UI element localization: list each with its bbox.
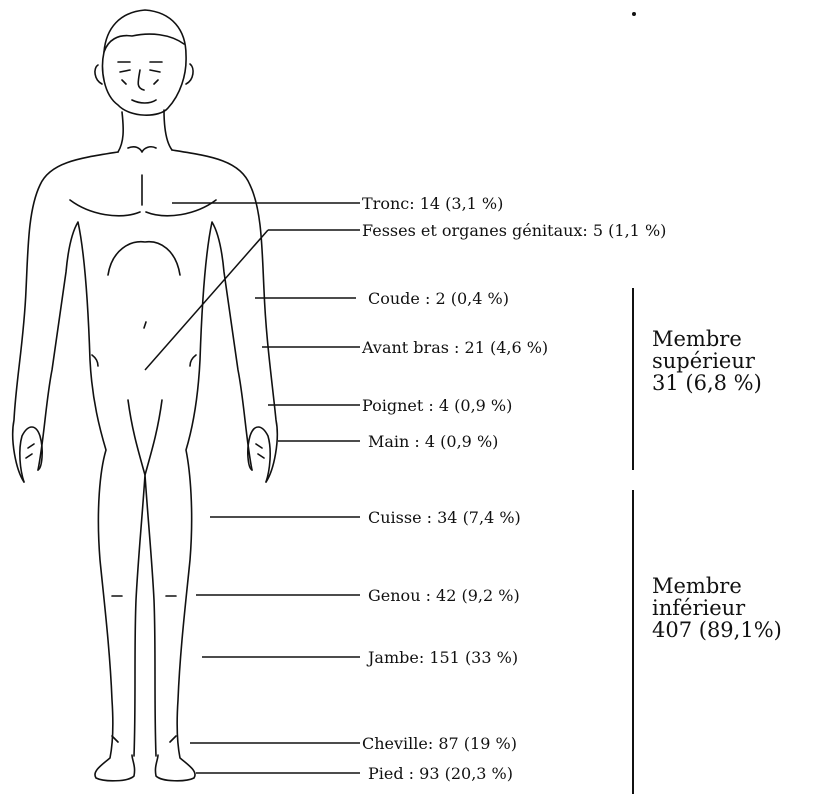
human-body-figure (13, 10, 278, 781)
right-hand (248, 427, 270, 482)
group-superieur-line2: supérieur (652, 349, 756, 373)
group-inferieur-total: 407 (89,1%) (652, 618, 782, 642)
speck-mark (632, 12, 636, 16)
group-inferieur-line1: Membre (652, 574, 742, 598)
label-avant-bras: Avant bras : 21 (4,6 %) (361, 338, 548, 357)
label-tronc: Tronc: 14 (3,1 %) (362, 194, 503, 213)
leader-lines (145, 203, 360, 773)
label-cheville: Cheville: 87 (19 %) (362, 734, 517, 753)
group-inferieur-line2: inférieur (652, 596, 746, 620)
label-fesses: Fesses et organes génitaux: 5 (1,1 %) (362, 221, 666, 240)
region-labels: Tronc: 14 (3,1 %) Fesses et organes géni… (361, 194, 666, 783)
label-main: Main : 4 (0,9 %) (368, 432, 498, 451)
face-features (118, 62, 162, 103)
label-cuisse: Cuisse : 34 (7,4 %) (368, 508, 521, 527)
leader-fesses-diagonal (145, 230, 268, 370)
left-hand (20, 427, 42, 482)
label-pied: Pied : 93 (20,3 %) (368, 764, 513, 783)
group-superieur-total: 31 (6,8 %) (652, 371, 762, 395)
label-coude: Coude : 2 (0,4 %) (368, 289, 509, 308)
label-genou: Genou : 42 (9,2 %) (368, 586, 520, 605)
group-membre-inferieur: Membre inférieur 407 (89,1%) (652, 574, 782, 642)
label-jambe: Jambe: 151 (33 %) (366, 648, 518, 667)
group-superieur-line1: Membre (652, 327, 742, 351)
hair-outline (104, 34, 184, 52)
head-outline (103, 10, 187, 115)
label-poignet: Poignet : 4 (0,9 %) (362, 396, 512, 415)
body-outline (13, 150, 278, 781)
group-membre-superieur: Membre supérieur 31 (6,8 %) (652, 327, 762, 395)
